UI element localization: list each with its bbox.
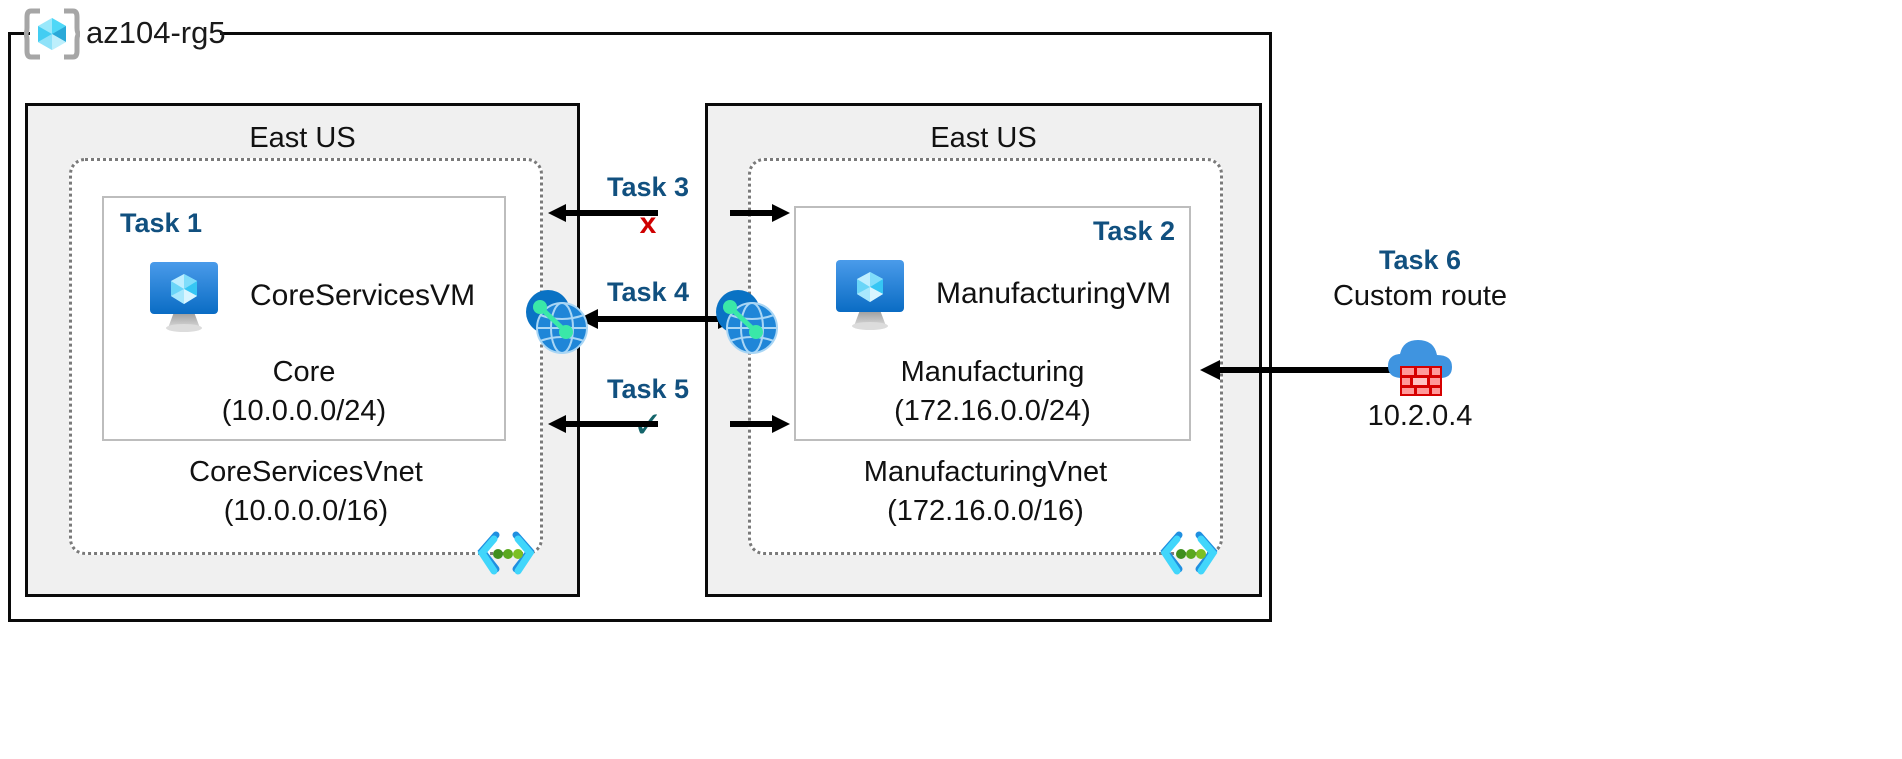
vnet-label-manufacturing: ManufacturingVnet (172.16.0.0/16) [751, 453, 1220, 531]
subnet-label-core: Core (10.0.0.0/24) [104, 353, 504, 431]
subnet-box-manufacturing: Task 2 [794, 206, 1191, 441]
azure-virtual-machine-icon [836, 260, 904, 330]
azure-resource-group-icon [24, 8, 80, 60]
task-5-label: Task 5 [606, 374, 690, 404]
task-3-arrow-left [548, 204, 658, 222]
vnet-name-coreservices: CoreServicesVnet [189, 456, 423, 488]
vnet-box-manufacturing: Task 2 [748, 158, 1223, 575]
region-box-right: East US Task 2 [705, 103, 1262, 597]
region-box-left: East US Task 1 [25, 103, 580, 597]
azure-virtual-machine-icon [150, 262, 218, 332]
task-5-arrow-left [548, 415, 658, 433]
task-6-label: Task 6 [1378, 245, 1462, 275]
vnet-name-manufacturing: ManufacturingVnet [863, 456, 1108, 488]
vnet-address-space-manufacturing: (172.16.0.0/16) [887, 495, 1084, 527]
task-1-label: Task 1 [120, 208, 203, 238]
task-4-label: Task 4 [606, 277, 690, 307]
task-5-arrow-right [730, 415, 790, 433]
subnet-name-core: Core [272, 356, 336, 388]
vnet-code-brackets-icon [477, 531, 535, 575]
azure-firewall-icon [1388, 340, 1452, 396]
region-label-right: East US [930, 122, 1037, 154]
task-3-label: Task 3 [606, 172, 690, 202]
vnet-address-space-coreservices: (10.0.0.0/16) [223, 495, 389, 527]
resource-group-frame [8, 32, 1272, 622]
region-label-left: East US [249, 122, 356, 154]
subnet-prefix-core: (10.0.0.0/24) [221, 395, 387, 427]
vnet-label-coreservices: CoreServicesVnet (10.0.0.0/16) [72, 453, 540, 531]
resource-group-name: az104-rg5 [86, 15, 226, 50]
task-3-arrow-right [730, 204, 790, 222]
subnet-name-manufacturing: Manufacturing [900, 356, 1085, 388]
vm-row-manufacturing: ManufacturingVM [796, 256, 1221, 332]
task-2-label: Task 2 [1092, 216, 1175, 246]
custom-route-arrow [1200, 360, 1400, 380]
vm-name-coreservices: CoreServicesVM [250, 279, 476, 312]
custom-route-label: Custom route [1332, 280, 1508, 312]
subnet-prefix-manufacturing: (172.16.0.0/24) [894, 395, 1091, 427]
custom-route-next-hop-ip: 10.2.0.4 [1367, 400, 1473, 432]
vnet-code-brackets-icon [1160, 531, 1218, 575]
vm-name-manufacturing: ManufacturingVM [936, 277, 1172, 310]
vm-row-coreservices: CoreServicesVM [104, 258, 542, 334]
vnet-box-coreservices: Task 1 [69, 158, 543, 575]
vnet-peering-icon [716, 290, 778, 354]
subnet-box-core: Task 1 [102, 196, 506, 441]
vnet-peering-icon [526, 290, 588, 354]
subnet-label-manufacturing: Manufacturing (172.16.0.0/24) [796, 353, 1189, 431]
